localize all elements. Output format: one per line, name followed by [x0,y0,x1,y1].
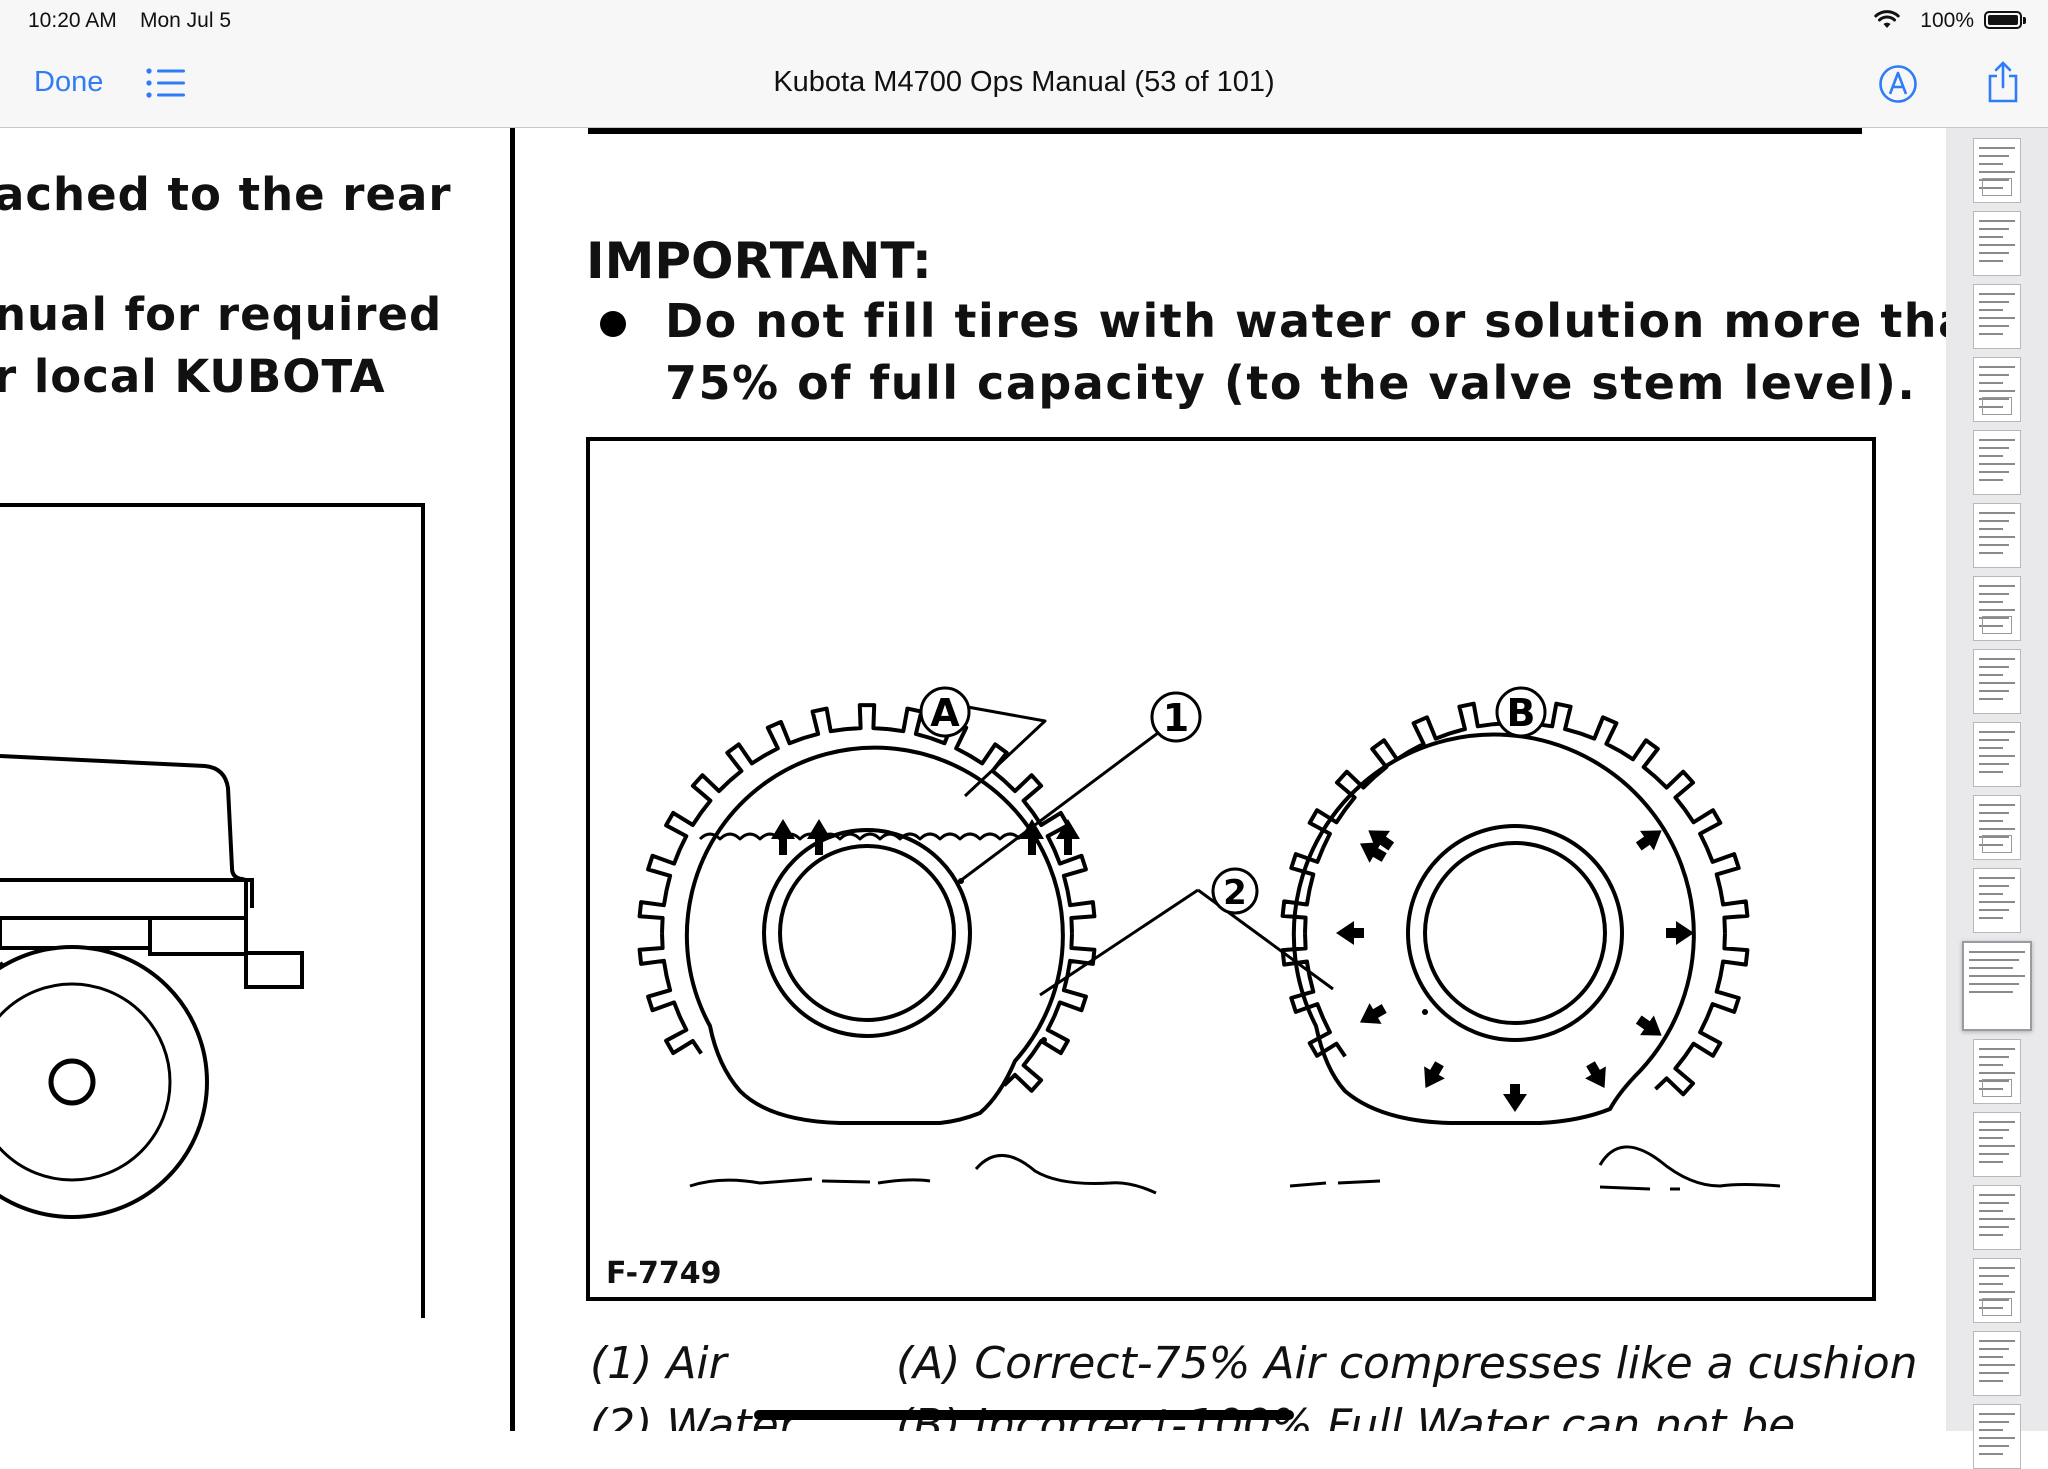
page-thumbnail[interactable] [1973,1258,2021,1323]
page-thumbnail[interactable] [1973,1039,2021,1104]
share-icon[interactable] [1986,60,2020,104]
page-rule [588,128,1862,134]
status-bar: 10:20 AM Mon Jul 5 100% [0,0,2048,40]
pressure-arrow [1359,842,1387,863]
pressure-arrow [1585,1061,1606,1089]
important-heading: IMPORTANT: [586,232,932,290]
label-a: A [930,691,960,735]
page-thumbnail[interactable] [1973,1331,2021,1396]
table-of-contents-icon[interactable] [146,68,186,98]
label-b: B [1507,691,1536,735]
page-thumbnail[interactable] [1973,1185,2021,1250]
important-line-1: Do not fill tires with water or solution… [665,294,1946,348]
bullet-icon [600,311,626,337]
figure-frame [586,437,1876,1301]
page-thumbnail[interactable] [1973,1404,2021,1469]
caption-correct: (A) Correct-75% Air compresses like a cu… [896,1338,1918,1389]
left-page-line-3: r local KUBOTA [0,350,386,403]
tire-tread [1280,698,1750,1097]
pressure-arrow [1359,1003,1387,1024]
page-thumbnail[interactable] [1973,1112,2021,1177]
page-thumbnail[interactable] [1973,284,2021,349]
page-divider [510,128,515,1431]
left-page-line-2: nual for required [0,288,443,341]
markup-icon[interactable] [1878,64,1918,104]
page-thumbnail-sidebar[interactable] [1946,128,2048,1469]
pressure-arrow [1424,1061,1445,1089]
page-thumbnail[interactable] [1973,430,2021,495]
pressure-arrow [1635,830,1662,851]
status-time: 10:20 AM [28,9,117,32]
page-thumbnail[interactable] [1973,138,2021,203]
battery-percent: 100% [1920,9,1974,32]
page-thumbnail[interactable] [1973,357,2021,422]
battery-icon [1984,11,2026,29]
page-thumbnail[interactable] [1962,941,2032,1031]
pressure-arrow [1503,1084,1527,1112]
page-thumbnail[interactable] [1973,211,2021,276]
pressure-arrow [1635,1015,1662,1036]
left-page-line-1: ached to the rear [0,168,452,221]
important-line-2: 75% of full capacity (to the valve stem … [665,356,1917,410]
document-title: Kubota M4700 Ops Manual (53 of 101) [773,66,1275,98]
page-thumbnail[interactable] [1973,868,2021,933]
document-page-view[interactable]: ached to the rear nual for required r lo… [0,128,1946,1431]
nav-bar: Done Kubota M4700 Ops Manual (53 of 101) [0,40,2048,128]
caption-air: (1) Air [590,1338,727,1389]
label-2: 2 [1223,873,1247,913]
pressure-arrow [1336,921,1364,945]
wifi-icon [1874,10,1900,28]
page-thumbnail[interactable] [1973,795,2021,860]
tire-fill-diagram: A 1 2 B [637,686,1781,1195]
label-1: 1 [1163,696,1189,740]
home-indicator[interactable] [754,1410,1294,1420]
tire-tread [637,703,1097,1093]
tractor-illustration [0,503,425,1318]
status-date: Mon Jul 5 [140,9,232,32]
page-thumbnail[interactable] [1973,722,2021,787]
figure-code: F-7749 [606,1256,722,1291]
page-thumbnail[interactable] [1973,503,2021,568]
pressure-arrow [1666,921,1694,945]
done-button[interactable]: Done [34,66,104,98]
page-thumbnail[interactable] [1973,576,2021,641]
page-thumbnail[interactable] [1973,649,2021,714]
pressure-arrow [1368,830,1395,851]
